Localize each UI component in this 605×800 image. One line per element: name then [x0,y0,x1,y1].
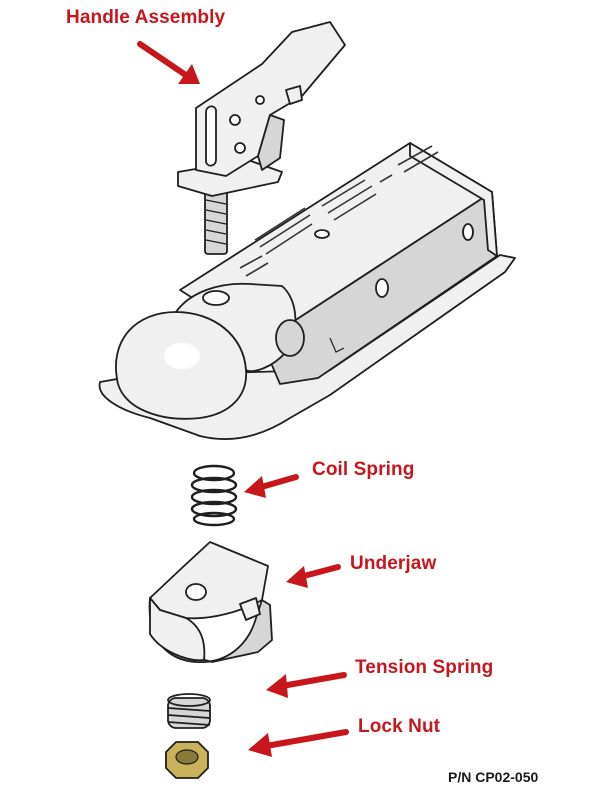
coupler-handle-opening [202,290,230,306]
coupler-side-hole [375,278,389,298]
arrow-coil-spring [255,474,299,491]
underjaw-notch [239,597,261,621]
handle-bolt-threads [205,199,227,245]
arrow-lock-nut [263,729,349,749]
underjaw-front-curve [149,597,206,662]
arrow-handle-assembly [137,41,196,83]
arrowhead-underjaw [286,566,308,588]
label-lock-nut: Lock Nut [358,716,441,737]
handle-trigger-tab [285,85,303,105]
part-number: P/N CP02-050 [448,769,539,785]
underjaw-part [148,541,273,663]
lock-nut-hole [175,749,199,765]
coupler-bolt-boss [275,319,305,357]
callout-arrows [137,41,349,757]
arrowhead-lock-nut [248,733,272,757]
arrowhead-handle-assembly [178,64,200,84]
coupler-top-hole [314,229,330,239]
coil-spring-part [190,464,238,527]
label-coil-spring: Coil Spring [312,459,415,480]
handle-hole [229,114,241,126]
handle-grip-slot [205,105,217,167]
ball-socket-highlight [164,343,200,369]
arrowhead-tension-spring [266,674,288,698]
handle-hole [255,95,265,105]
arrow-tension-spring [279,672,347,689]
arrowhead-coil-spring [244,476,266,498]
tension-spring-part [167,693,211,729]
lock-nut-part [165,741,209,779]
handle-lever-side [257,114,285,171]
underjaw-hole [185,583,207,601]
handle-assembly-part [177,21,346,255]
label-handle-assembly: Handle Assembly [66,7,226,28]
coupler-side-hole [462,223,474,241]
handle-hole [234,142,246,154]
coupler-small-slot [329,337,345,353]
label-underjaw: Underjaw [350,553,437,574]
label-tension-spring: Tension Spring [355,657,494,678]
arrow-underjaw [297,564,341,580]
coupler-printed-text [239,145,439,277]
coupler-body [98,142,516,440]
